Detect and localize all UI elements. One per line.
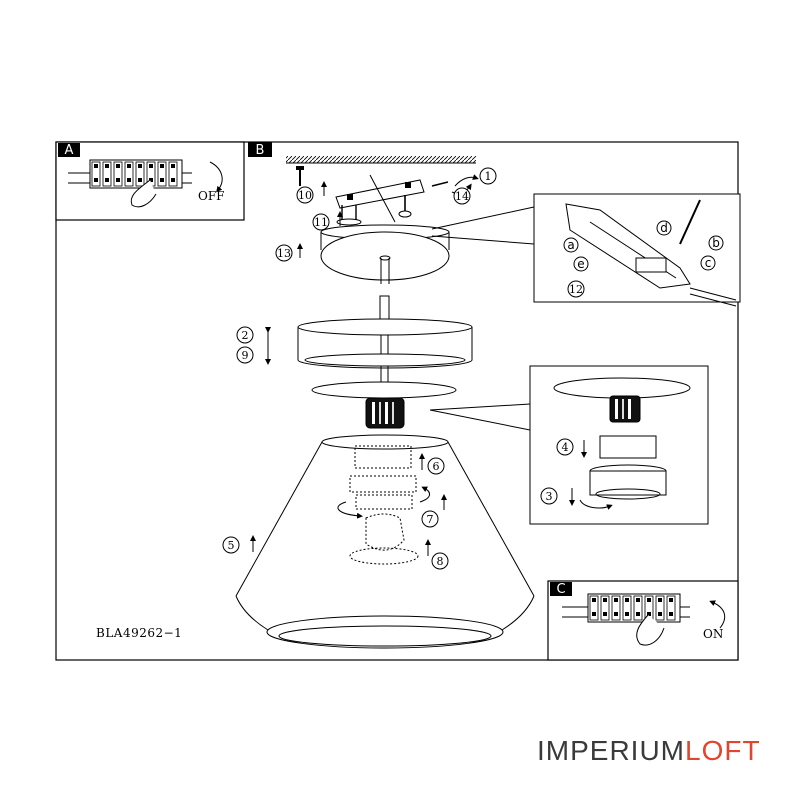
outer-frame [55, 141, 739, 661]
panel-c: C ON [547, 580, 739, 661]
step-10: 10 [298, 189, 312, 202]
terminal-block-a-icon [68, 159, 223, 208]
internal-parts [349, 445, 419, 565]
step-6: 6 [433, 460, 440, 473]
panel-c-on-label: ON [703, 627, 723, 641]
rotate-arrow-icon [337, 501, 363, 519]
lamp-socket [365, 397, 405, 429]
step-5-circle [222, 536, 240, 554]
step-11-circle [312, 213, 330, 231]
wire-b: b [712, 236, 720, 250]
step-7-circle [421, 510, 439, 528]
step-13-circle [275, 244, 293, 262]
step-13: 13 [277, 247, 291, 260]
watermark-logo: IMPERIUMLOFT [537, 735, 761, 767]
step-2-circle [236, 326, 254, 344]
step-14-circle [453, 187, 471, 205]
socket-detail-inset: 4 3 [429, 365, 709, 525]
panel-c-tab [550, 582, 572, 596]
step-6-circle [427, 457, 445, 475]
step-9-circle [236, 346, 254, 364]
step-12: 12 [569, 283, 583, 296]
step-3: 3 [546, 490, 553, 503]
step-4: 4 [562, 441, 569, 454]
step-10-circle [296, 186, 314, 204]
canopy [320, 224, 450, 281]
decorative-ring [297, 318, 473, 369]
step-5: 5 [228, 539, 235, 552]
panel-a-letter: A [65, 143, 74, 158]
screw-icon [296, 166, 449, 226]
step-2: 2 [242, 329, 249, 342]
terminal-block-c-icon [562, 593, 726, 646]
wire-c: c [705, 256, 712, 270]
rotate-arrow-icon [419, 486, 430, 503]
wiring-letter-callouts: a b c d e 12 [563, 220, 724, 298]
watermark-part-2: LOFT [685, 735, 761, 766]
wiring-detail-inset [431, 193, 741, 307]
panel-b: B [248, 142, 272, 158]
step-7: 7 [427, 513, 434, 526]
wire-d: d [660, 221, 668, 235]
step-14: 14 [455, 190, 469, 203]
model-code: BLA49262−1 [96, 626, 182, 640]
panel-b-tab [248, 142, 272, 157]
panel-c-letter: C [556, 582, 565, 597]
ceiling-hatch [286, 156, 476, 163]
step-9: 9 [242, 349, 249, 362]
panel-a-off-label: OFF [198, 189, 225, 203]
cover-disc [311, 381, 457, 399]
lamp-shade [235, 434, 535, 649]
step-callouts: 1 10 14 11 13 2 9 6 7 5 8 [222, 167, 497, 570]
panel-a-tab [58, 143, 80, 157]
step-1: 1 [485, 170, 492, 183]
arrow-icon [454, 174, 479, 187]
wire-e: e [577, 257, 584, 271]
mounting-bracket [335, 174, 425, 223]
watermark-part-1: IMPERIUM [537, 735, 685, 766]
step-8: 8 [437, 555, 444, 568]
step-8-circle [431, 552, 449, 570]
step-1-circle [479, 167, 497, 185]
panel-b-letter: B [256, 143, 265, 158]
step-11: 11 [314, 216, 328, 229]
panel-a: A OFF [55, 141, 245, 221]
wire-a: a [567, 238, 574, 252]
